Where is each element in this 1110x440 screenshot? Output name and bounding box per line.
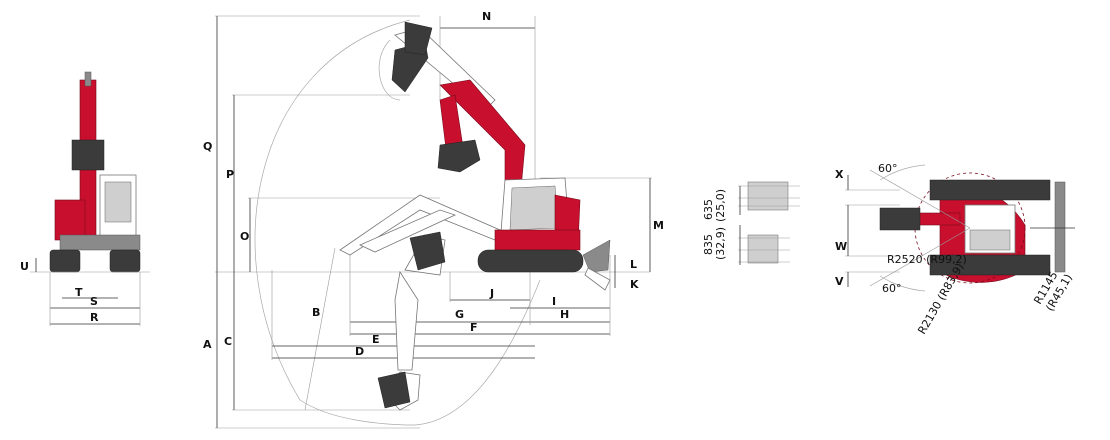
- dim-R: R: [90, 311, 99, 324]
- bucket-width-835: 835: [702, 234, 715, 255]
- dim-D: D: [355, 345, 364, 358]
- dim-N: N: [482, 10, 491, 23]
- dim-K: K: [630, 278, 639, 291]
- dim-W: W: [835, 240, 847, 253]
- top-view: 60° 60° X W V R2520 (R99,2) R2130 (R83,9…: [835, 162, 1075, 337]
- dim-F: F: [470, 321, 478, 334]
- radius-R2520: R2520 (R99,2): [887, 253, 967, 266]
- blade-width-details: 635 (25,0) 835 (32,9): [702, 181, 800, 265]
- dim-O: O: [240, 230, 249, 243]
- top-blade: [1054, 181, 1066, 273]
- side-body: [494, 229, 581, 251]
- dim-I: I: [552, 295, 556, 308]
- side-blade: [582, 239, 611, 273]
- front-track-right: [109, 249, 141, 273]
- bucket-wide: [747, 234, 779, 264]
- side-view: Q P O A C B N M L K J I G H F E D: [203, 10, 664, 429]
- angle-top: 60°: [878, 162, 898, 175]
- side-cab-window: [509, 185, 559, 231]
- bucket-width-835-inch: (32,9): [714, 227, 727, 260]
- dim-H: H: [560, 308, 569, 321]
- dim-Q: Q: [203, 140, 212, 153]
- dim-G: G: [455, 308, 464, 321]
- dim-T: T: [75, 286, 83, 299]
- front-bucket: [71, 139, 105, 171]
- front-track-left: [49, 249, 81, 273]
- front-boom-tip: [84, 71, 92, 87]
- dim-V: V: [835, 275, 844, 288]
- ghost-bucket-mid: [409, 231, 446, 271]
- dim-U: U: [20, 260, 29, 273]
- front-frame: [59, 234, 141, 251]
- ghost-arm-lowered: [339, 194, 501, 411]
- dim-S: S: [90, 295, 98, 308]
- front-cab-window: [104, 181, 132, 223]
- bucket-width-635-inch: (25,0): [714, 189, 727, 222]
- top-bucket: [879, 207, 921, 231]
- main-bucket: [437, 139, 481, 173]
- dim-P: P: [226, 168, 234, 181]
- top-track-lower: [929, 254, 1051, 276]
- dim-J: J: [489, 287, 494, 300]
- dim-E: E: [372, 333, 380, 346]
- side-track: [477, 249, 584, 273]
- dim-X: X: [835, 168, 844, 181]
- ghost-bucket-low: [377, 371, 411, 409]
- dim-C: C: [224, 335, 232, 348]
- bucket-narrow: [747, 181, 789, 211]
- dim-A: A: [203, 338, 212, 351]
- top-track-upper: [929, 179, 1051, 201]
- dim-B: B: [312, 306, 320, 319]
- angle-bottom: 60°: [882, 282, 902, 295]
- bucket-width-635: 635: [702, 199, 715, 220]
- dim-L: L: [630, 258, 637, 271]
- dim-M: M: [653, 219, 664, 232]
- reach-envelope: [254, 19, 416, 426]
- front-view: U T S R: [20, 71, 150, 326]
- front-body: [54, 199, 86, 241]
